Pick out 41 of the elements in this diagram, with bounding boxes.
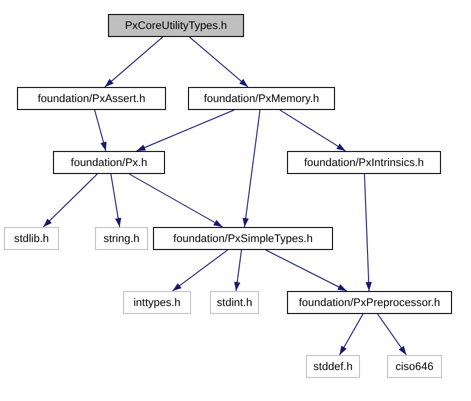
- arrow: [172, 250, 228, 292]
- file-box: [153, 227, 333, 250]
- arrow: [265, 250, 348, 292]
- file-name: string.h: [103, 232, 140, 244]
- file-name: inttypes.h: [133, 296, 181, 308]
- file-name: foundation/PxAssert.h: [38, 92, 146, 104]
- arrow: [128, 174, 224, 228]
- arrow: [42, 174, 98, 228]
- file-box: [53, 151, 165, 174]
- arrow: [364, 174, 372, 292]
- file-box: [188, 87, 335, 110]
- file-name: foundation/PxIntrinsics.h: [304, 156, 424, 168]
- file-box: [17, 87, 166, 110]
- file-name: foundation/PxMemory.h: [204, 92, 320, 104]
- arrow: [234, 250, 242, 292]
- file-name: stdlib.h: [14, 232, 49, 244]
- arrow: [279, 110, 346, 152]
- arrow: [339, 314, 364, 356]
- arrow: [104, 36, 164, 88]
- file-box: [306, 355, 360, 378]
- arrow: [94, 110, 107, 152]
- file-name: stdint.h: [216, 296, 252, 308]
- file-name: ciso646: [396, 360, 434, 372]
- file-box: [387, 355, 442, 378]
- file-box: [95, 227, 148, 250]
- file-name: stddef.h: [313, 360, 353, 372]
- arrow: [188, 36, 249, 88]
- file-box: [287, 291, 452, 314]
- arrow: [110, 174, 122, 228]
- arrow: [377, 314, 407, 356]
- file-name: foundation/PxPreprocessor.h: [298, 296, 440, 308]
- file-box: [4, 227, 59, 250]
- file-name: PxCoreUtilityTypes.h: [124, 20, 228, 32]
- file-box: [210, 291, 259, 314]
- file-name: foundation/Px.h: [70, 156, 148, 168]
- file-box: [287, 151, 441, 174]
- file-box: [108, 14, 244, 37]
- file-box: [123, 291, 191, 314]
- arrow: [136, 110, 235, 152]
- file-name: foundation/PxSimpleTypes.h: [173, 232, 313, 244]
- arrow: [242, 110, 260, 228]
